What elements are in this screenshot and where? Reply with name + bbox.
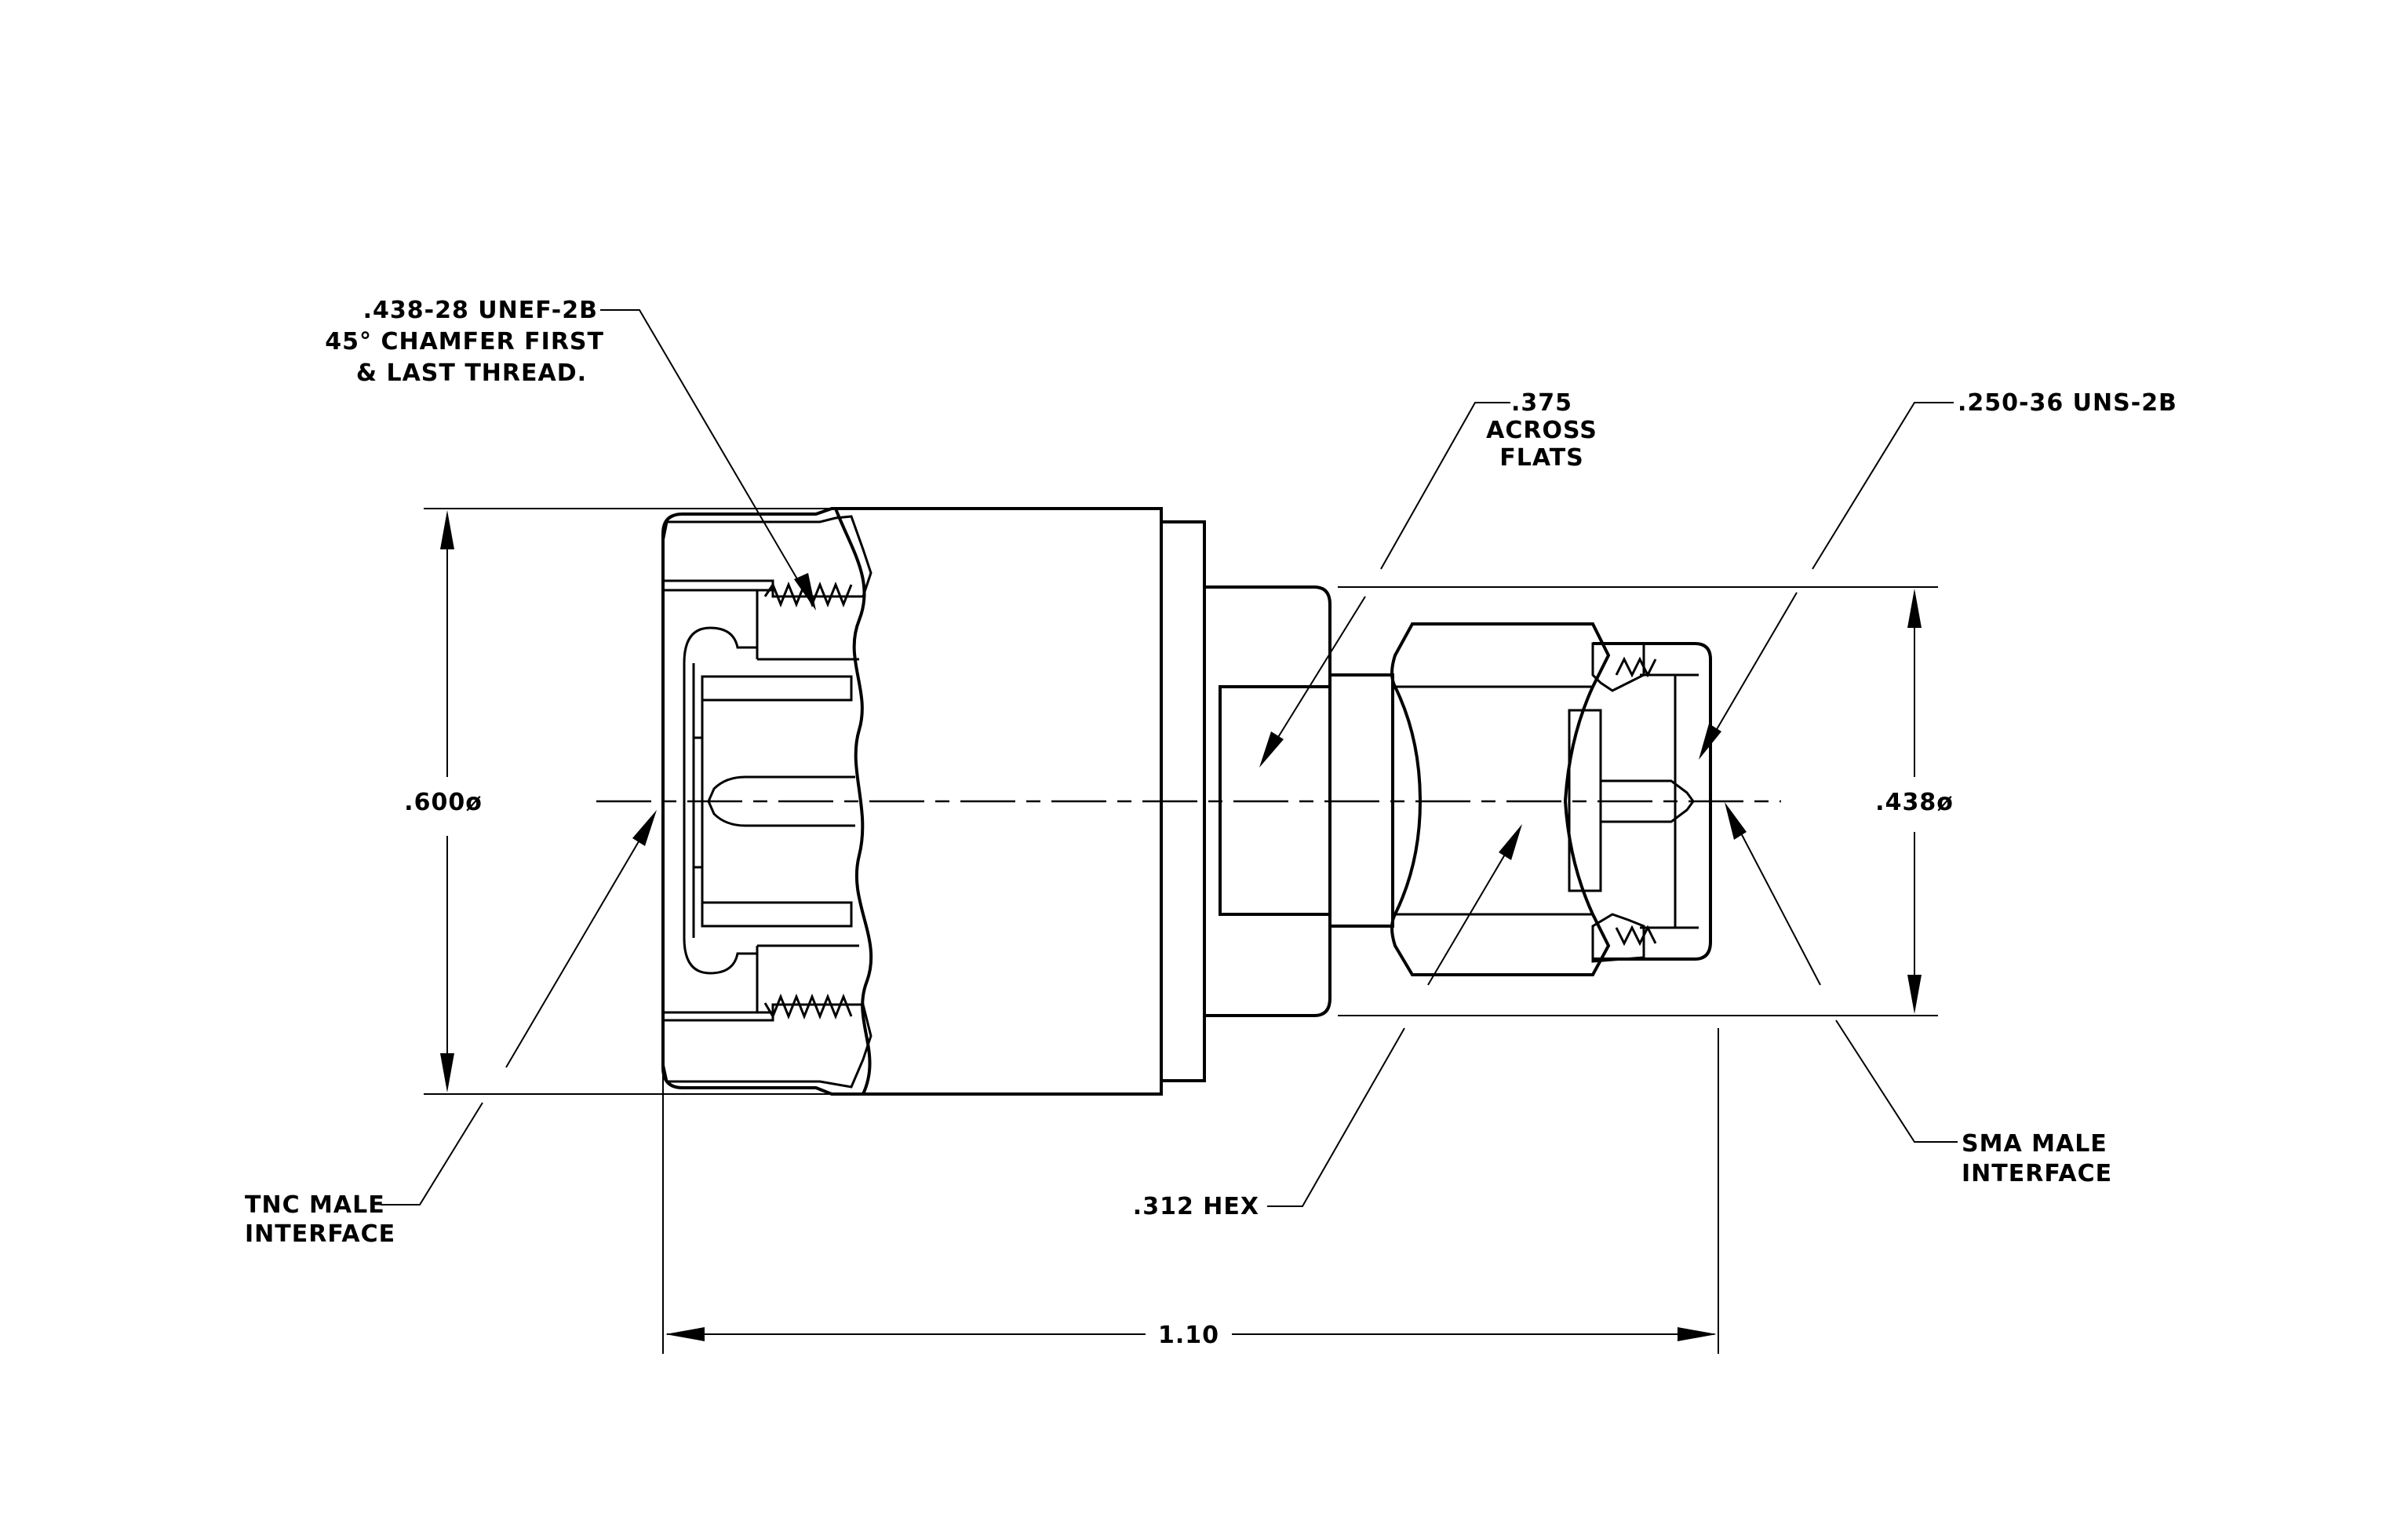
dimensions	[424, 508, 1938, 1354]
label-thread-line2: 45° CHAMFER FIRST	[325, 328, 604, 356]
label-flats-line3: FLATS	[1499, 444, 1584, 472]
flange-rect	[1160, 520, 1206, 1082]
tnc-center-pin	[707, 775, 855, 827]
dim-110-arrow-right	[1678, 1327, 1717, 1341]
sma-sleeve-hatch-bottom	[1591, 913, 1645, 963]
dim-438-arrow-top	[1907, 589, 1922, 628]
leader-hex-inner-arrow	[1499, 824, 1522, 860]
dim-438-arrow-bottom	[1907, 975, 1922, 1014]
leader-flats	[1380, 402, 1510, 570]
label-flats-line1: .375	[1511, 389, 1572, 417]
sma-center-pin	[1601, 779, 1695, 823]
tnc-detent-top	[683, 626, 757, 664]
dim-600-arrow-top	[440, 510, 454, 549]
label-tnc-line2: INTERFACE	[245, 1220, 395, 1248]
label-sma-line2: INTERFACE	[1962, 1160, 2112, 1187]
label-thread-line3: & LAST THREAD.	[356, 359, 587, 387]
leader-sma-interface-upper	[1729, 812, 1821, 986]
leader-sma-interface-arrow	[1725, 802, 1747, 840]
leader-tnc-lower	[381, 1102, 483, 1205]
tnc-sleeve-bottom	[701, 901, 853, 928]
label-thread-line1: .438-28 UNEF-2B	[363, 297, 598, 324]
hex-nut	[1390, 622, 1611, 976]
tnc-thread-bottom	[763, 993, 853, 1020]
sma-insert-hatch	[1568, 709, 1602, 892]
sma-body	[1390, 622, 1712, 976]
label-sma-line1: SMA MALE	[1962, 1130, 2107, 1158]
label-tnc-line1: TNC MALE	[245, 1191, 385, 1219]
sma-sleeve-hatch-top	[1591, 642, 1645, 692]
tnc-sleeve-top	[701, 675, 853, 702]
dim-600-arrow-bottom	[440, 1053, 454, 1092]
sma-sleeve-outer	[1593, 642, 1712, 961]
leader-hex	[1267, 1027, 1405, 1207]
leader-tnc-upper	[505, 819, 652, 1068]
leader-flats-arrow	[1259, 731, 1284, 768]
label-flats-line2: ACROSS	[1486, 417, 1597, 444]
sma-thread-top	[1615, 656, 1657, 678]
adapter-flange	[1160, 520, 1394, 1082]
label-sma-thread: .250-36 UNS-2B	[1958, 389, 2177, 417]
label-hex: .312 HEX	[1133, 1193, 1259, 1220]
label-dia-right: .438ø	[1875, 789, 1954, 816]
knurled-grip	[833, 507, 1163, 1096]
label-length: 1.10	[1158, 1322, 1219, 1349]
leader-sma-interface-lower	[1835, 1019, 1958, 1143]
dim-110-arrow-left	[665, 1327, 705, 1341]
leader-flats-lower	[1262, 596, 1366, 762]
leader-thread	[600, 309, 813, 605]
leader-sma-thread	[1812, 402, 1954, 570]
leader-sma-thread-lower	[1702, 592, 1798, 754]
tnc-shell-bottom	[661, 1003, 872, 1089]
labels: .438-28 UNEF-2B 45° CHAMFER FIRST & LAST…	[245, 297, 2177, 1349]
leader-tnc-arrow	[632, 810, 657, 846]
leader-hex-inner	[1427, 831, 1519, 986]
leader-sma-thread-arrow	[1699, 724, 1721, 760]
neck	[1328, 673, 1394, 928]
leaders	[381, 309, 1958, 1207]
label-dia-left: .600ø	[404, 789, 483, 816]
leader-thread-arrow	[794, 573, 816, 611]
tnc-body	[661, 507, 1163, 1096]
sma-thread-bottom	[1615, 925, 1657, 947]
tnc-detent-bottom	[683, 937, 757, 975]
